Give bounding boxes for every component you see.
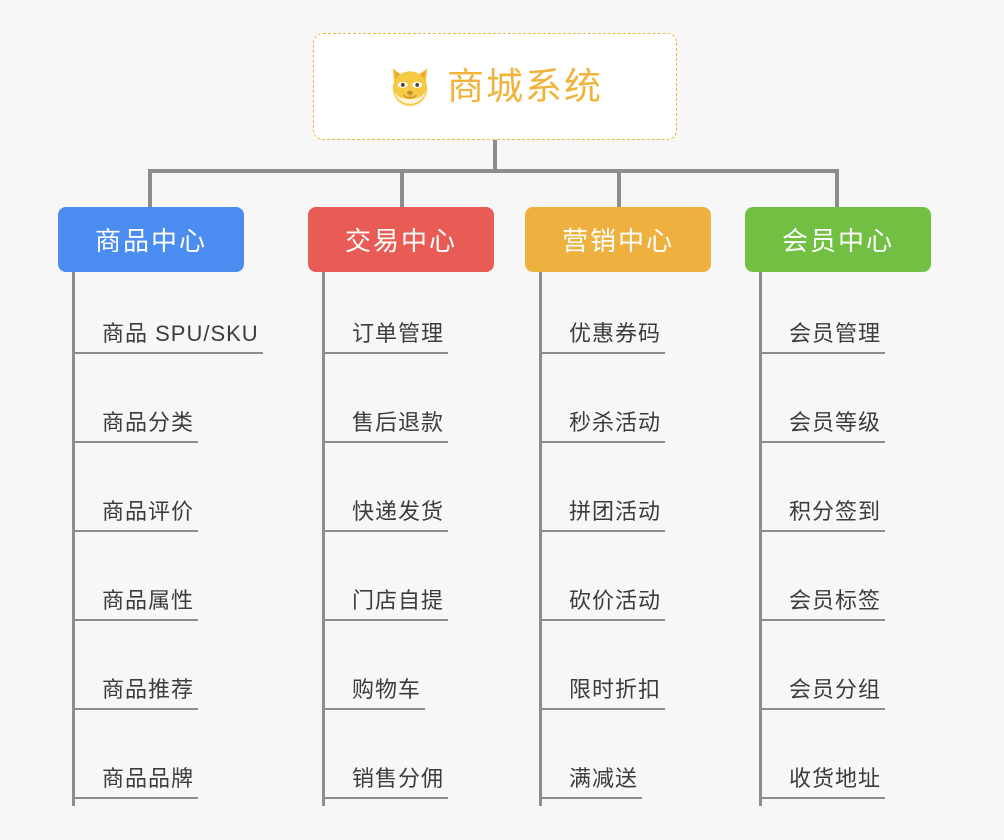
leaf-label: 商品推荐 xyxy=(72,672,199,710)
leaf-label: 售后退款 xyxy=(322,405,449,443)
leaf-label: 商品品牌 xyxy=(72,761,199,799)
list-item[interactable]: 商品属性 xyxy=(72,539,288,628)
leaf-label: 积分签到 xyxy=(759,494,886,532)
branch-label: 会员中心 xyxy=(781,226,894,256)
leaf-label: 订单管理 xyxy=(322,316,449,354)
list-item[interactable]: 门店自提 xyxy=(322,539,523,628)
list-item[interactable]: 订单管理 xyxy=(322,272,523,361)
list-item[interactable]: 销售分佣 xyxy=(322,717,523,806)
leaf-label: 砍价活动 xyxy=(539,583,666,621)
leaf-label: 会员分组 xyxy=(759,672,886,710)
leaf-label: 会员等级 xyxy=(759,405,886,443)
connector-drop-branch-3 xyxy=(617,169,621,207)
list-item[interactable]: 快递发货 xyxy=(322,450,523,539)
leaf-label: 门店自提 xyxy=(322,583,449,621)
leaf-label: 购物车 xyxy=(322,672,426,710)
list-item[interactable]: 会员标签 xyxy=(759,539,945,628)
list-item[interactable]: 限时折扣 xyxy=(539,628,725,717)
list-item[interactable]: 商品品牌 xyxy=(72,717,288,806)
leaf-list-product-center: 商品 SPU/SKU 商品分类 商品评价 商品属性 商品推荐 商品品牌 xyxy=(72,272,288,806)
leaf-label: 商品评价 xyxy=(72,494,199,532)
connector-drop-branch-4 xyxy=(835,169,839,207)
root-node[interactable]: 商城系统 xyxy=(313,33,677,140)
branch-header-product-center[interactable]: 商品中心 xyxy=(58,207,244,272)
list-item[interactable]: 购物车 xyxy=(322,628,523,717)
branch-column-marketing-center: 营销中心 优惠券码 秒杀活动 拼团活动 砍价活动 限时折扣 满减送 xyxy=(525,207,725,806)
connector-horizontal-bus xyxy=(148,169,839,173)
branch-column-product-center: 商品中心 商品 SPU/SKU 商品分类 商品评价 商品属性 商品推荐 商品品牌 xyxy=(58,207,288,806)
branch-label: 交易中心 xyxy=(344,226,457,256)
leaf-label: 收货地址 xyxy=(759,761,886,799)
list-item[interactable]: 收货地址 xyxy=(759,717,945,806)
leaf-list-member-center: 会员管理 会员等级 积分签到 会员标签 会员分组 收货地址 xyxy=(759,272,945,806)
connector-root-stem xyxy=(493,140,497,172)
leaf-label: 快递发货 xyxy=(322,494,449,532)
list-item[interactable]: 满减送 xyxy=(539,717,725,806)
list-item[interactable]: 商品分类 xyxy=(72,361,288,450)
leaf-label: 满减送 xyxy=(539,761,643,799)
branch-column-member-center: 会员中心 会员管理 会员等级 积分签到 会员标签 会员分组 收货地址 xyxy=(745,207,945,806)
shiba-dog-face-icon xyxy=(392,67,428,107)
list-item[interactable]: 商品推荐 xyxy=(72,628,288,717)
list-item[interactable]: 会员分组 xyxy=(759,628,945,717)
leaf-label: 拼团活动 xyxy=(539,494,666,532)
leaf-label: 商品分类 xyxy=(72,405,199,443)
branch-header-member-center[interactable]: 会员中心 xyxy=(745,207,931,272)
leaf-label: 商品 SPU/SKU xyxy=(72,316,263,354)
list-item[interactable]: 优惠券码 xyxy=(539,272,725,361)
leaf-list-trade-center: 订单管理 售后退款 快递发货 门店自提 购物车 销售分佣 xyxy=(322,272,523,806)
root-title: 商城系统 xyxy=(447,66,603,107)
list-item[interactable]: 拼团活动 xyxy=(539,450,725,539)
leaf-label: 销售分佣 xyxy=(322,761,449,799)
list-item[interactable]: 会员等级 xyxy=(759,361,945,450)
branch-header-trade-center[interactable]: 交易中心 xyxy=(308,207,494,272)
leaf-list-marketing-center: 优惠券码 秒杀活动 拼团活动 砍价活动 限时折扣 满减送 xyxy=(539,272,725,806)
list-item[interactable]: 秒杀活动 xyxy=(539,361,725,450)
leaf-label: 秒杀活动 xyxy=(539,405,666,443)
branch-label: 商品中心 xyxy=(94,226,207,256)
leaf-label: 会员管理 xyxy=(759,316,886,354)
branch-column-trade-center: 交易中心 订单管理 售后退款 快递发货 门店自提 购物车 销售分佣 xyxy=(308,207,523,806)
list-item[interactable]: 商品 SPU/SKU xyxy=(72,272,288,361)
list-item[interactable]: 商品评价 xyxy=(72,450,288,539)
leaf-label: 限时折扣 xyxy=(539,672,666,710)
connector-drop-branch-1 xyxy=(148,169,152,207)
list-item[interactable]: 会员管理 xyxy=(759,272,945,361)
leaf-label: 会员标签 xyxy=(759,583,886,621)
leaf-label: 商品属性 xyxy=(72,583,199,621)
branch-label: 营销中心 xyxy=(561,226,674,256)
branch-header-marketing-center[interactable]: 营销中心 xyxy=(525,207,711,272)
list-item[interactable]: 砍价活动 xyxy=(539,539,725,628)
leaf-label: 优惠券码 xyxy=(539,316,666,354)
list-item[interactable]: 售后退款 xyxy=(322,361,523,450)
connector-drop-branch-2 xyxy=(400,169,404,207)
list-item[interactable]: 积分签到 xyxy=(759,450,945,539)
